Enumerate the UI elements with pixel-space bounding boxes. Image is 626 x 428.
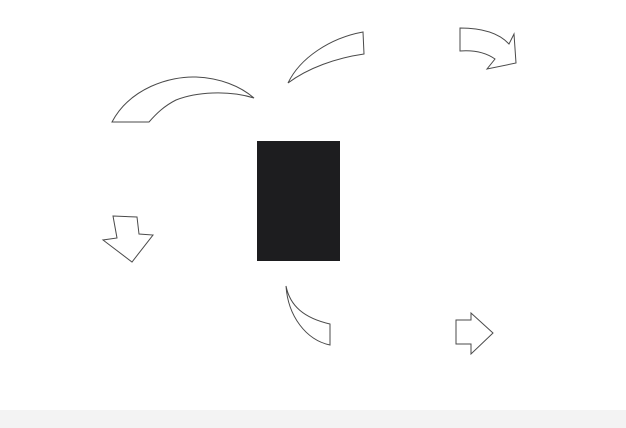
arrow-right-icon[interactable] [455,311,494,356]
black-rectangle[interactable] [257,141,340,261]
curved-arrow-shape-bottom[interactable] [285,285,331,346]
bottom-band [0,410,626,428]
curved-arrow-shape-left[interactable] [111,76,255,123]
arrow-down-icon[interactable] [101,215,154,263]
curved-arrow-right-icon[interactable] [459,27,517,70]
curved-arrow-shape-top[interactable] [287,31,365,84]
